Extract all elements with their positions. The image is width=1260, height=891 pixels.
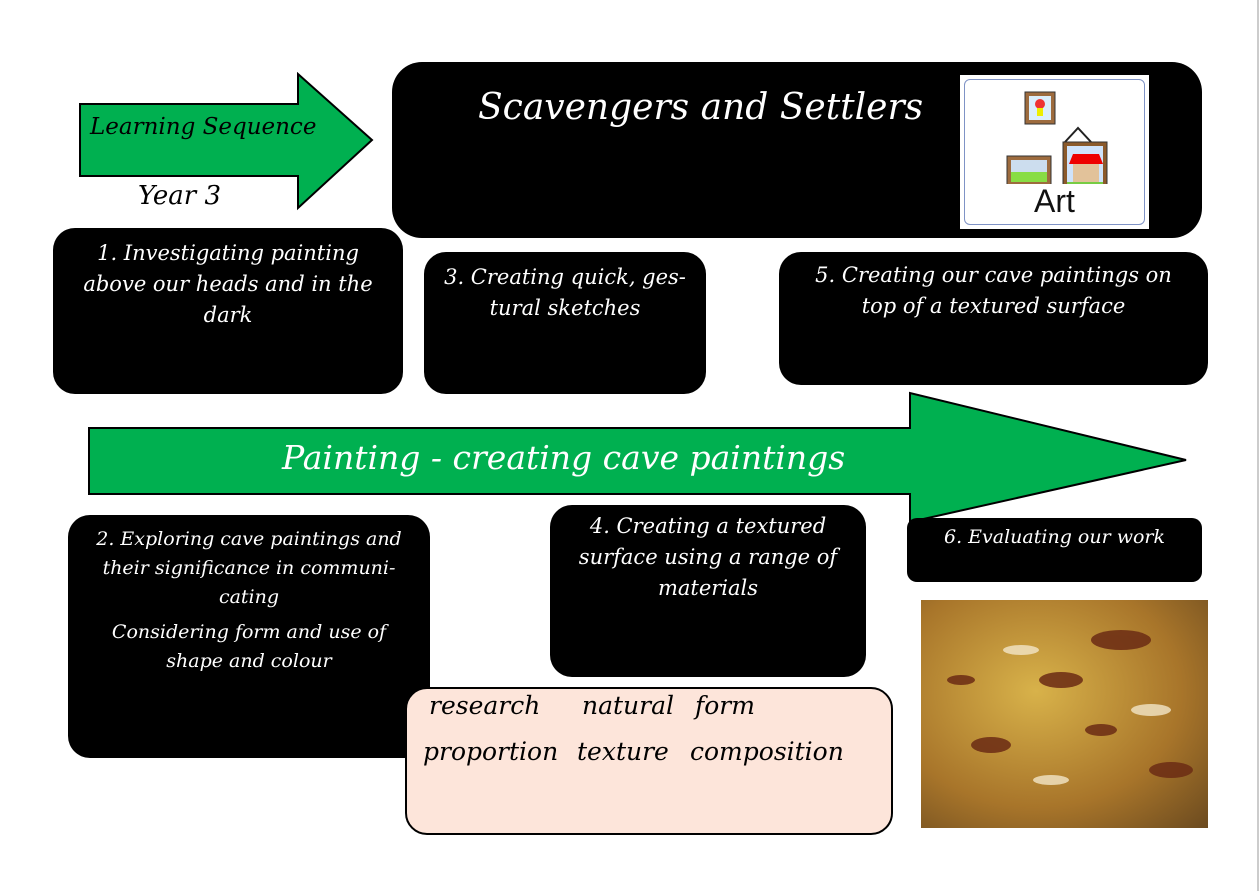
- step-1-box: 1. Investigating painting above our head…: [53, 228, 403, 394]
- step-2-box: 2. Exploring cave paintings and their si…: [68, 515, 430, 758]
- step-5-box: 5. Creating our cave paintings on top of…: [779, 252, 1208, 385]
- page-title: Scavengers and Settlers: [478, 87, 924, 128]
- step-1-text: 1. Investigating painting above our head…: [83, 241, 373, 327]
- year-label: Year 3: [138, 181, 222, 211]
- art-label: Art: [1034, 183, 1075, 219]
- vocab-word: research: [429, 691, 541, 720]
- cave-animals-icon: [947, 630, 1193, 785]
- vocab-word: form: [695, 691, 755, 720]
- vocab-word: texture: [577, 737, 669, 766]
- step-6-box: 6. Evaluating our work: [907, 518, 1202, 582]
- step-6-text: 6. Evaluating our work: [944, 526, 1165, 548]
- page-edge: [1257, 0, 1259, 891]
- step-2-text: 2. Exploring cave paintings and their si…: [96, 528, 402, 608]
- sequence-label: Learning Sequence: [90, 114, 317, 140]
- vocabulary-box: research natural form proportion texture…: [405, 687, 893, 835]
- step-4-box: 4. Creating a textured surface using a r…: [550, 505, 866, 677]
- picture-frames-icon: [1006, 91, 1108, 184]
- vocab-word: natural: [582, 691, 675, 720]
- main-arrow-label: Painting - creating cave paintings: [282, 438, 846, 477]
- vocab-word: composition: [690, 737, 844, 766]
- step-4-text: 4. Creating a textured surface using a r…: [578, 514, 838, 600]
- cave-painting-image: [921, 600, 1208, 828]
- step-3-text: 3. Creating quick, ges-tural sketches: [444, 265, 686, 320]
- step-2-subtext: Considering form and use of shape and co…: [111, 621, 387, 672]
- main-arrow: [88, 391, 1187, 524]
- learning-sequence-arrow: [79, 72, 374, 211]
- art-subject-badge: Art: [960, 75, 1149, 229]
- step-5-text: 5. Creating our cave paintings on top of…: [815, 263, 1172, 318]
- vocab-word: proportion: [423, 737, 559, 766]
- step-3-box: 3. Creating quick, ges-tural sketches: [424, 252, 706, 394]
